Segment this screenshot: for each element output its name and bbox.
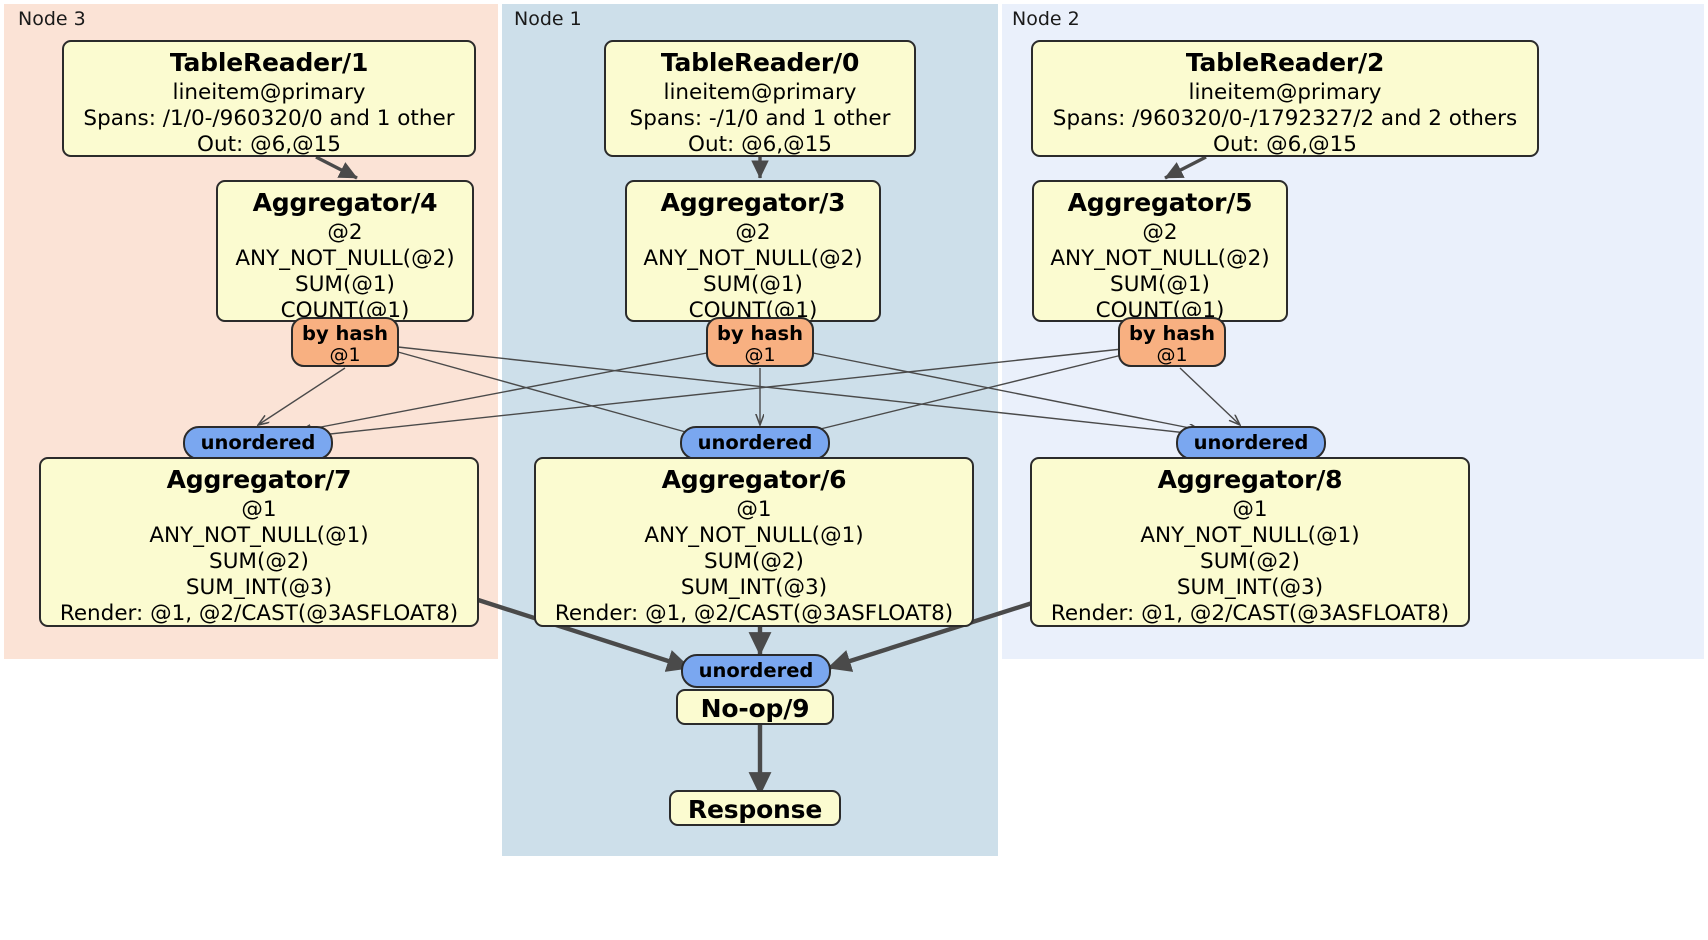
badge-by-hash-mid[interactable]: by hash @1 — [706, 317, 814, 367]
processor-title: Aggregator/5 — [1067, 188, 1253, 217]
processor-line: SUM(@2) — [1200, 548, 1300, 574]
badge-label: by hash — [717, 322, 803, 345]
processor-line: Spans: /960320/0-/1792327/2 and 2 others — [1052, 105, 1518, 131]
badge-by-hash-left[interactable]: by hash @1 — [291, 317, 399, 367]
processor-aggregator-7[interactable]: Aggregator/7 @1 ANY_NOT_NULL(@1) SUM(@2)… — [39, 457, 479, 627]
processor-line: Out: @6,@15 — [1213, 131, 1357, 157]
processor-line: SUM(@1) — [1110, 271, 1210, 297]
processor-line: Out: @6,@15 — [688, 131, 832, 157]
panel-label-node-3: Node 3 — [18, 8, 86, 30]
processor-line: SUM_INT(@3) — [680, 575, 828, 601]
badge-by-hash-right[interactable]: by hash @1 — [1118, 317, 1226, 367]
processor-title: Aggregator/7 — [166, 465, 352, 494]
badge-label: unordered — [698, 658, 814, 682]
badge-unordered-left[interactable]: unordered — [183, 426, 333, 460]
processor-title: TableReader/0 — [660, 48, 860, 77]
processor-aggregator-4[interactable]: Aggregator/4 @2 ANY_NOT_NULL(@2) SUM(@1)… — [216, 180, 474, 323]
processor-line: ANY_NOT_NULL(@2) — [235, 245, 455, 271]
processor-line: @1 — [241, 496, 277, 522]
processor-line: SUM_INT(@3) — [185, 575, 333, 601]
processor-line: lineitem@primary — [172, 79, 366, 105]
processor-line: Spans: -/1/0 and 1 other — [629, 105, 891, 131]
processor-line: Render: @1, @2/CAST(@3ASFLOAT8) — [59, 601, 459, 627]
processor-tablereader-1[interactable]: TableReader/1 lineitem@primary Spans: /1… — [62, 40, 476, 157]
badge-detail: @1 — [744, 344, 776, 367]
processor-line: SUM_INT(@3) — [1176, 575, 1324, 601]
processor-title: Aggregator/4 — [252, 188, 438, 217]
processor-line: lineitem@primary — [663, 79, 857, 105]
badge-label: by hash — [1129, 322, 1215, 345]
processor-line: @2 — [735, 219, 771, 245]
badge-label: by hash — [302, 322, 388, 345]
badge-label: unordered — [697, 430, 813, 454]
processor-tablereader-2[interactable]: TableReader/2 lineitem@primary Spans: /9… — [1031, 40, 1539, 157]
panel-label-node-1: Node 1 — [514, 8, 582, 30]
processor-line: Spans: /1/0-/960320/0 and 1 other — [83, 105, 455, 131]
processor-line: @2 — [1142, 219, 1178, 245]
badge-unordered-mid[interactable]: unordered — [680, 426, 830, 460]
badge-unordered-right[interactable]: unordered — [1176, 426, 1326, 460]
processor-line: ANY_NOT_NULL(@2) — [643, 245, 863, 271]
processor-tablereader-0[interactable]: TableReader/0 lineitem@primary Spans: -/… — [604, 40, 916, 157]
processor-title: TableReader/1 — [169, 48, 369, 77]
processor-title: Response — [687, 795, 823, 824]
processor-line: ANY_NOT_NULL(@1) — [1140, 522, 1360, 548]
processor-line: SUM(@2) — [704, 548, 804, 574]
processor-line: Render: @1, @2/CAST(@3ASFLOAT8) — [1050, 601, 1450, 627]
processor-response[interactable]: Response — [669, 790, 841, 826]
processor-line: Out: @6,@15 — [197, 131, 341, 157]
processor-title: Aggregator/3 — [660, 188, 846, 217]
panel-label-node-2: Node 2 — [1012, 8, 1080, 30]
processor-line: SUM(@2) — [209, 548, 309, 574]
processor-line: @1 — [1232, 496, 1268, 522]
processor-aggregator-6[interactable]: Aggregator/6 @1 ANY_NOT_NULL(@1) SUM(@2)… — [534, 457, 974, 627]
processor-line: Render: @1, @2/CAST(@3ASFLOAT8) — [554, 601, 954, 627]
processor-line: SUM(@1) — [295, 271, 395, 297]
processor-line: @2 — [327, 219, 363, 245]
badge-unordered-final[interactable]: unordered — [681, 654, 831, 688]
processor-line: SUM(@1) — [703, 271, 803, 297]
badge-label: unordered — [200, 430, 316, 454]
badge-label: unordered — [1193, 430, 1309, 454]
processor-line: lineitem@primary — [1188, 79, 1382, 105]
processor-line: ANY_NOT_NULL(@1) — [644, 522, 864, 548]
processor-title: TableReader/2 — [1185, 48, 1385, 77]
badge-detail: @1 — [329, 344, 361, 367]
processor-title: Aggregator/8 — [1157, 465, 1343, 494]
processor-title: No-op/9 — [700, 694, 810, 723]
processor-aggregator-5[interactable]: Aggregator/5 @2 ANY_NOT_NULL(@2) SUM(@1)… — [1032, 180, 1288, 323]
processor-aggregator-8[interactable]: Aggregator/8 @1 ANY_NOT_NULL(@1) SUM(@2)… — [1030, 457, 1470, 627]
processor-line: @1 — [736, 496, 772, 522]
processor-title: Aggregator/6 — [661, 465, 847, 494]
processor-line: ANY_NOT_NULL(@1) — [149, 522, 369, 548]
badge-detail: @1 — [1156, 344, 1188, 367]
processor-aggregator-3[interactable]: Aggregator/3 @2 ANY_NOT_NULL(@2) SUM(@1)… — [625, 180, 881, 323]
processor-line: ANY_NOT_NULL(@2) — [1050, 245, 1270, 271]
processor-noop-9[interactable]: No-op/9 — [676, 689, 834, 725]
